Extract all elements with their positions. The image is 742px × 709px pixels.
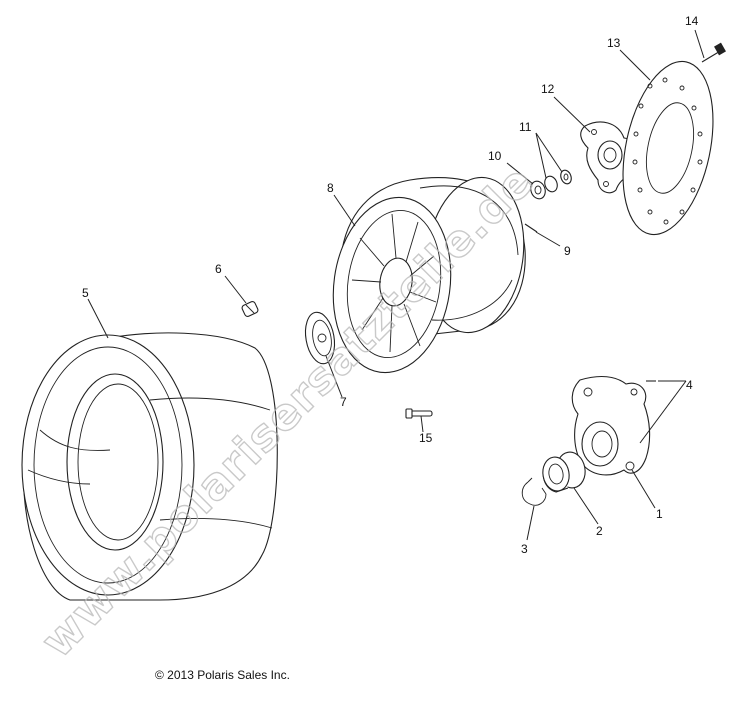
washer-part-11 <box>544 169 572 193</box>
bearing-part-2 <box>542 451 586 493</box>
callout-14: 14 <box>685 14 699 28</box>
leader-lines <box>87 29 705 541</box>
tire-part-5 <box>21 332 278 601</box>
callout-11: 11 <box>519 120 532 134</box>
callout-6: 6 <box>215 262 222 276</box>
center-cap-part-7 <box>304 311 336 365</box>
knuckle-part-1 <box>571 375 651 476</box>
callout-12: 12 <box>541 82 555 96</box>
valve-stem-part-6 <box>241 301 259 317</box>
bolt-part-14 <box>701 42 726 63</box>
nut-part-10 <box>530 180 546 200</box>
snap-ring-part-3 <box>521 477 547 506</box>
bolt-part-15 <box>405 408 433 419</box>
callout-3: 3 <box>521 542 528 556</box>
copyright-notice: © 2013 Polaris Sales Inc. <box>155 668 290 682</box>
callout-8: 8 <box>327 181 334 195</box>
callout-labels: 1 2 3 4 5 6 7 8 9 10 11 12 13 14 15 <box>82 14 699 556</box>
brake-disc-part-13 <box>622 60 714 236</box>
callout-4: 4 <box>686 378 693 392</box>
callout-1: 1 <box>656 507 663 521</box>
callout-10: 10 <box>488 149 502 163</box>
callout-15: 15 <box>419 431 433 445</box>
wheel-stud-part-9 <box>524 223 538 233</box>
wheel-rim-part-8 <box>332 176 526 374</box>
callout-7: 7 <box>340 395 347 409</box>
callout-2: 2 <box>596 524 603 538</box>
callout-5: 5 <box>82 286 89 300</box>
callout-9: 9 <box>564 244 571 258</box>
callout-13: 13 <box>607 36 621 50</box>
